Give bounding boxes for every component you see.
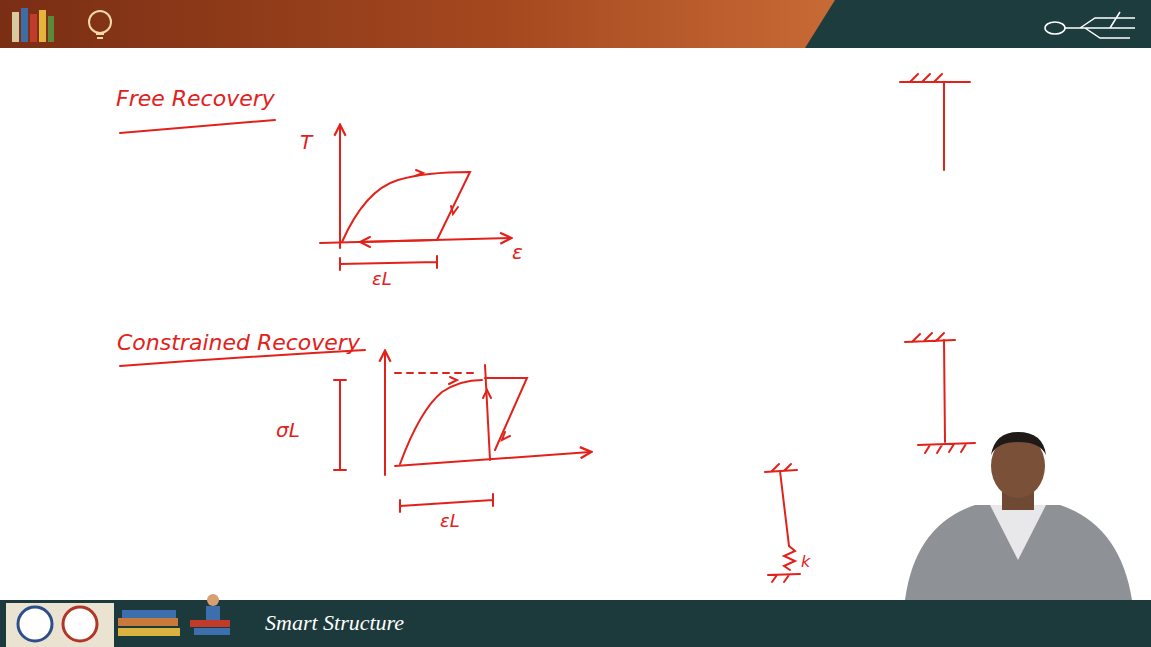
institute-logos xyxy=(6,594,230,647)
section-heading: Free Recovery xyxy=(116,88,275,110)
presenter-figure xyxy=(905,432,1132,600)
header-bar xyxy=(0,0,1151,48)
axis-label: ε xyxy=(512,242,523,262)
dimension-label: εL xyxy=(372,270,392,288)
dimension-label: εL xyxy=(440,512,460,530)
footer-bar xyxy=(0,600,1151,647)
dimension-label: σL xyxy=(276,420,300,440)
stiffness-label: k xyxy=(801,554,810,570)
section-heading: Constrained Recovery xyxy=(117,332,360,354)
axis-label: T xyxy=(300,132,312,152)
wire-sketches xyxy=(765,74,975,582)
circuit-icon xyxy=(1045,12,1135,38)
header-accent xyxy=(0,0,835,48)
books-icon xyxy=(12,8,111,42)
footer-title: Smart Structure xyxy=(265,612,404,634)
constrained-recovery-sketch xyxy=(120,350,590,512)
free-recovery-sketch xyxy=(120,120,510,270)
